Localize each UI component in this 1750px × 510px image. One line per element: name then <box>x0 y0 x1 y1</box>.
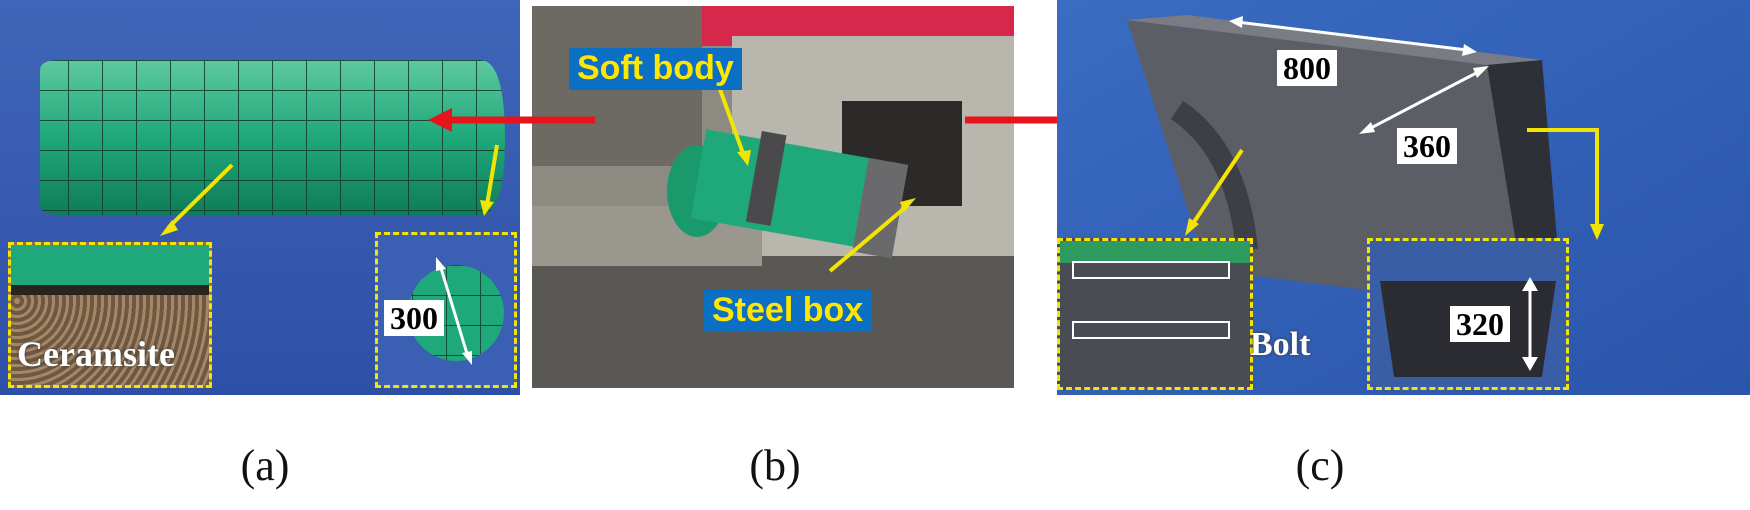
bolt-label: Bolt <box>1250 326 1311 363</box>
length-label: 800 <box>1277 50 1337 86</box>
ceramsite-label: Ceramsite <box>17 334 175 374</box>
width-label: 360 <box>1397 128 1457 164</box>
bolt-inset <box>1057 238 1253 390</box>
cross-section-inset: 300 <box>375 232 517 388</box>
panel-a-photo: Ceramsite 300 <box>0 0 520 395</box>
steel-box-label: Steel box <box>704 290 872 332</box>
caption-c: (c) <box>1295 441 1345 490</box>
cylinder-specimen <box>40 60 505 215</box>
caption-b: (b) <box>749 441 801 490</box>
soft-body-label: Soft body <box>569 48 742 90</box>
panel-c-photo: 800 360 Bolt 320 <box>1057 0 1750 395</box>
steel-box-shape <box>1127 15 1562 310</box>
panel-a-arrows <box>160 144 499 236</box>
diameter-label: 300 <box>384 300 444 336</box>
height-label: 320 <box>1450 306 1510 342</box>
panel-b-photo: Soft body Steel box <box>532 6 1014 388</box>
bolt-row-top <box>1072 261 1230 279</box>
bolt-row-bottom <box>1072 321 1230 339</box>
caption-a: (a) <box>240 441 290 490</box>
ceramsite-inset: Ceramsite <box>8 242 212 388</box>
height-inset: 320 <box>1367 238 1569 390</box>
